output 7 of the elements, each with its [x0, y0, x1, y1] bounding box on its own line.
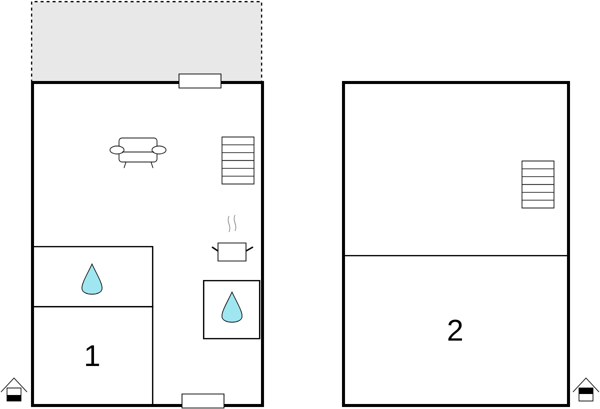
room-box	[31, 246, 154, 308]
terrace-area	[31, 1, 262, 82]
room-box: 2	[342, 254, 568, 406]
floor-plan-outline	[31, 81, 264, 407]
room-box	[203, 280, 260, 340]
room-box: 1	[31, 306, 154, 406]
floor-plan-outline	[342, 81, 570, 407]
